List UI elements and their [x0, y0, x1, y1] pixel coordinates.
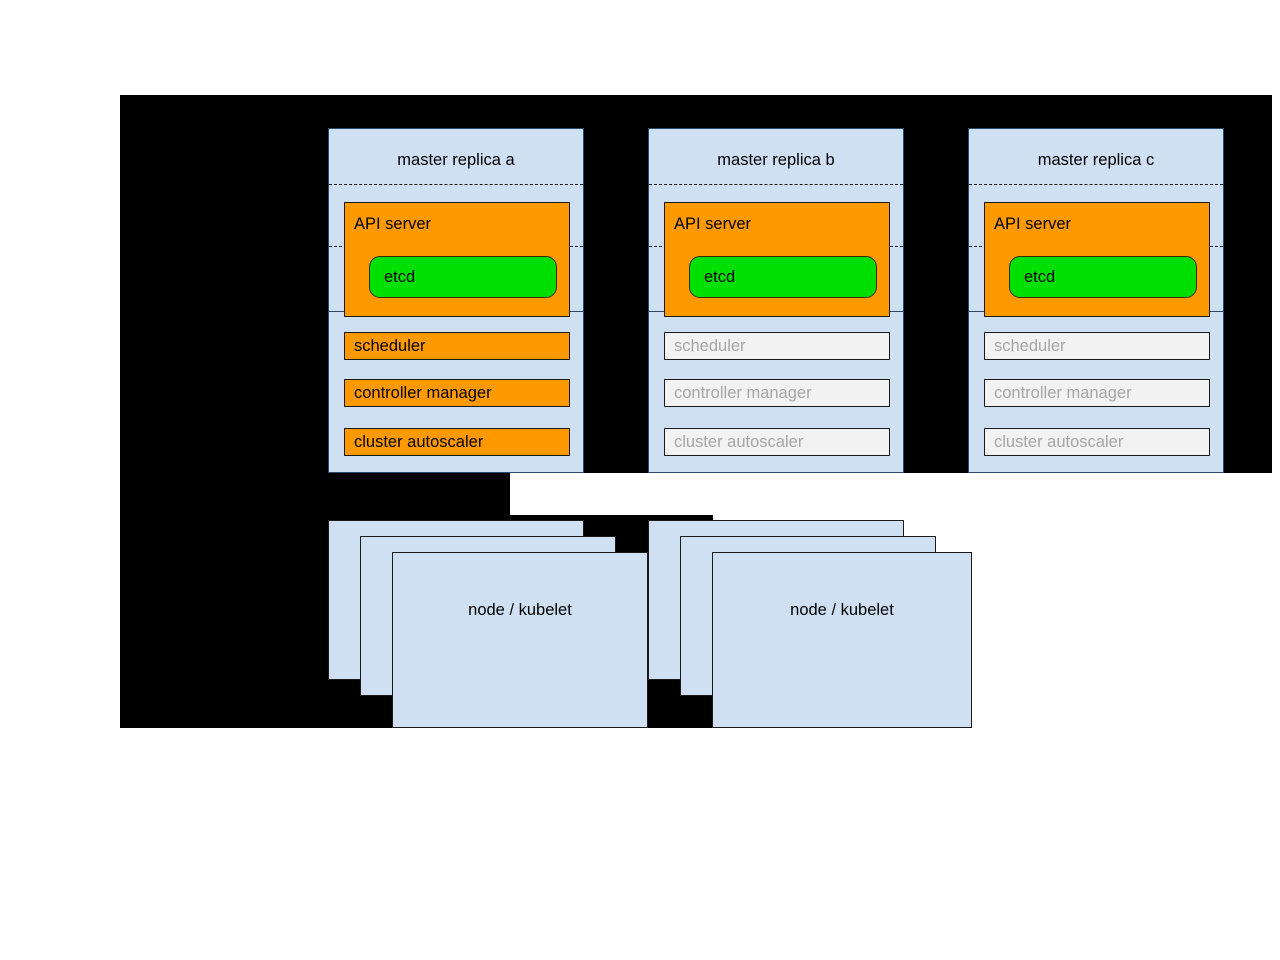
master-replica-c-controller-manager[interactable]: controller manager — [984, 379, 1210, 407]
master-replica-a-apiserver-block[interactable]: API server etcd — [344, 202, 570, 317]
master-replica-a[interactable]: master replica a API server etcd schedul… — [328, 128, 584, 473]
master-replica-b-etcd-label: etcd — [704, 267, 736, 286]
master-replica-b-scheduler-label: scheduler — [674, 336, 746, 355]
master-replica-a-controller-manager[interactable]: controller manager — [344, 379, 570, 407]
master-replica-b-apiserver-label: API server — [674, 215, 752, 233]
master-replica-c-scheduler-label: scheduler — [994, 336, 1066, 355]
master-replica-b-cluster-autoscaler[interactable]: cluster autoscaler — [664, 428, 890, 456]
master-replica-c-divider-top — [969, 184, 1223, 185]
master-replica-b-controller-manager-label: controller manager — [674, 383, 812, 402]
master-replica-b-etcd[interactable]: etcd — [689, 256, 877, 298]
master-replica-c-apiserver-block[interactable]: API server etcd — [984, 202, 1210, 317]
master-replica-c-cluster-autoscaler-label: cluster autoscaler — [994, 432, 1124, 451]
master-replica-a-scheduler-label: scheduler — [354, 336, 426, 355]
master-replica-c[interactable]: master replica c API server etcd schedul… — [968, 128, 1224, 473]
master-replica-c-apiserver-label: API server — [994, 215, 1072, 233]
master-replica-a-cluster-autoscaler[interactable]: cluster autoscaler — [344, 428, 570, 456]
master-replica-b-scheduler[interactable]: scheduler — [664, 332, 890, 360]
node-group-1-card-front[interactable]: node / kubelet — [392, 552, 648, 728]
master-replica-b-divider-top — [649, 184, 903, 185]
master-replica-c-cluster-autoscaler[interactable]: cluster autoscaler — [984, 428, 1210, 456]
master-replica-a-divider-top — [329, 184, 583, 185]
master-replica-c-scheduler[interactable]: scheduler — [984, 332, 1210, 360]
master-replica-a-title: master replica a — [397, 151, 515, 169]
backdrop-plate-notch-left — [120, 473, 510, 521]
master-replica-c-etcd[interactable]: etcd — [1009, 256, 1197, 298]
node-group-1-label: node / kubelet — [468, 601, 572, 619]
master-replica-a-scheduler[interactable]: scheduler — [344, 332, 570, 360]
master-replica-a-etcd-label: etcd — [384, 267, 416, 286]
master-replica-a-etcd[interactable]: etcd — [369, 256, 557, 298]
master-replica-b-apiserver-block[interactable]: API server etcd — [664, 202, 890, 317]
master-replica-b-controller-manager[interactable]: controller manager — [664, 379, 890, 407]
master-replica-b-title: master replica b — [717, 151, 835, 169]
node-group-2-card-front[interactable]: node / kubelet — [712, 552, 972, 728]
master-replica-c-controller-manager-label: controller manager — [994, 383, 1132, 402]
master-replica-b-cluster-autoscaler-label: cluster autoscaler — [674, 432, 804, 451]
master-replica-a-cluster-autoscaler-label: cluster autoscaler — [354, 432, 484, 451]
master-replica-c-etcd-label: etcd — [1024, 267, 1056, 286]
master-replica-a-controller-manager-label: controller manager — [354, 383, 492, 402]
master-replica-c-title: master replica c — [1037, 151, 1155, 169]
node-group-2-label: node / kubelet — [790, 601, 894, 619]
master-replica-a-apiserver-label: API server — [354, 215, 432, 233]
master-replica-b[interactable]: master replica b API server etcd schedul… — [648, 128, 904, 473]
